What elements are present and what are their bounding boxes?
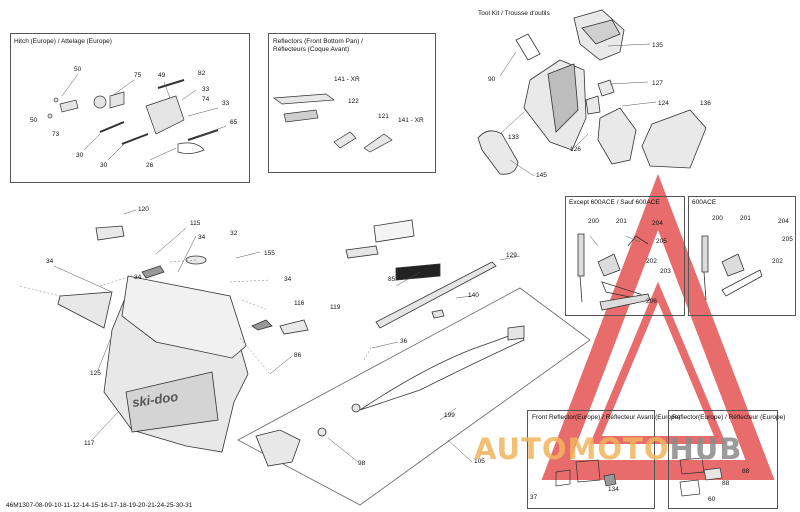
callout-label: 204 — [652, 220, 663, 227]
callout-label: 141 - XR — [334, 76, 360, 83]
callout-label: 60 — [708, 496, 716, 503]
callout-label: 86 — [294, 352, 302, 359]
front-reflector-box — [527, 410, 655, 509]
callout-label: 126 — [570, 146, 581, 153]
watermark-text-b: HUB — [669, 432, 743, 466]
ace600-title: 600ACE — [692, 199, 717, 206]
callout-label: 30 — [76, 152, 84, 159]
hitch-parts — [47, 79, 219, 154]
callout-label: 65 — [230, 119, 238, 126]
tool-drawings — [577, 233, 763, 311]
callout-label: 37 — [530, 494, 538, 501]
ace600-box — [688, 196, 796, 316]
callout-label: 204 — [778, 218, 789, 225]
callout-label: 145 — [536, 172, 547, 179]
except-600ace-box — [565, 196, 685, 316]
callout-label: 50 — [74, 66, 82, 73]
callout-label: 90 — [488, 76, 496, 83]
callout-label: 50 — [30, 117, 38, 124]
callout-label: 88 — [722, 480, 730, 487]
callout-label: 199 — [444, 412, 455, 419]
callout-label: 124 — [658, 100, 669, 107]
callout-label: 127 — [652, 80, 663, 87]
tool-kit-title: Tool Kit / Trousse d'outils — [478, 10, 550, 17]
except-600ace-title: Except 600ACE / Sauf 600ACE — [569, 199, 660, 206]
callout-label: 202 — [772, 258, 783, 265]
callout-label: 201 — [740, 215, 751, 222]
callout-label: 85 — [388, 276, 396, 283]
europe-reflector-parts — [555, 457, 723, 497]
callout-label: 119 — [330, 304, 341, 311]
callout-label: 116 — [294, 300, 305, 307]
hitch-box — [10, 33, 250, 183]
callout-label: 73 — [52, 131, 60, 138]
dashed-lines — [19, 259, 373, 375]
callout-label: 34 — [198, 234, 206, 241]
callout-label: 49 — [158, 72, 166, 79]
callout-label: 141 - XR — [398, 117, 424, 124]
callout-label: 88 — [742, 468, 750, 475]
callout-label: 205 — [782, 236, 793, 243]
callout-label: 32 — [230, 230, 238, 237]
callout-label: 125 — [90, 370, 101, 377]
callout-label: 34 — [284, 276, 292, 283]
callout-label: 98 — [358, 460, 366, 467]
callout-label: 203 — [660, 268, 671, 275]
callout-label: 136 — [700, 100, 711, 107]
callout-label: 202 — [646, 258, 657, 265]
callout-label: 122 — [348, 98, 359, 105]
callout-label: 34 — [46, 258, 54, 265]
callout-label: 133 — [508, 134, 519, 141]
callout-label: 134 — [608, 486, 619, 493]
callout-label: 36 — [400, 338, 408, 345]
callout-label: 120 — [138, 206, 149, 213]
callout-label: 205 — [656, 238, 667, 245]
harness-panel-outline — [237, 287, 591, 506]
reflector-title: Reflector(Europe) / Réflecteur (Europe) — [672, 414, 786, 421]
front-reflector-title: Front Reflector(Europe) / Réflecteur Ava… — [532, 414, 681, 421]
callout-label: 75 — [134, 72, 142, 79]
callout-label: 33 — [222, 100, 230, 107]
callout-label: 200 — [588, 218, 599, 225]
callout-label: 33 — [202, 86, 210, 93]
callout-label: 74 — [202, 96, 210, 103]
callout-label: 201 — [616, 218, 627, 225]
leader-lines — [53, 43, 657, 463]
reflector-box — [668, 410, 778, 509]
callout-label: 115 — [190, 220, 201, 227]
callout-label: 34 — [134, 274, 142, 281]
drawing-code: 46M1307-08-09-10-11-12-14-15-16-17-18-19… — [6, 502, 193, 509]
reflector-parts — [273, 93, 393, 153]
callout-label: 135 — [652, 42, 663, 49]
front-bottom-pan — [57, 225, 327, 467]
reflectors-box — [268, 33, 436, 173]
hitch-box-title: Hitch (Europe) / Attelage (Europe) — [14, 38, 112, 45]
callout-label: 129 — [506, 252, 517, 259]
trim-and-harness — [345, 219, 525, 413]
callout-label: 26 — [146, 162, 154, 169]
watermark-text-a: AUTOMOTO — [474, 432, 670, 466]
reflectors-box-title: Reflectors (Front Bottom Pan) / Réflecte… — [273, 38, 363, 53]
watermark-triangle — [541, 173, 775, 480]
callout-label: 121 — [378, 113, 389, 120]
callout-label: 105 — [474, 458, 485, 465]
tool-kit-parts — [477, 9, 707, 175]
callout-label: 117 — [84, 440, 95, 447]
callout-label: 206 — [646, 298, 657, 305]
callout-label: 30 — [100, 162, 108, 169]
hood-logo: ski-doo — [131, 388, 180, 411]
watermark-text: AUTOMOTOHUB — [474, 432, 742, 466]
callout-label: 82 — [198, 70, 206, 77]
callout-label: 155 — [264, 250, 275, 257]
callout-label: 140 — [468, 292, 479, 299]
callout-label: 200 — [712, 215, 723, 222]
